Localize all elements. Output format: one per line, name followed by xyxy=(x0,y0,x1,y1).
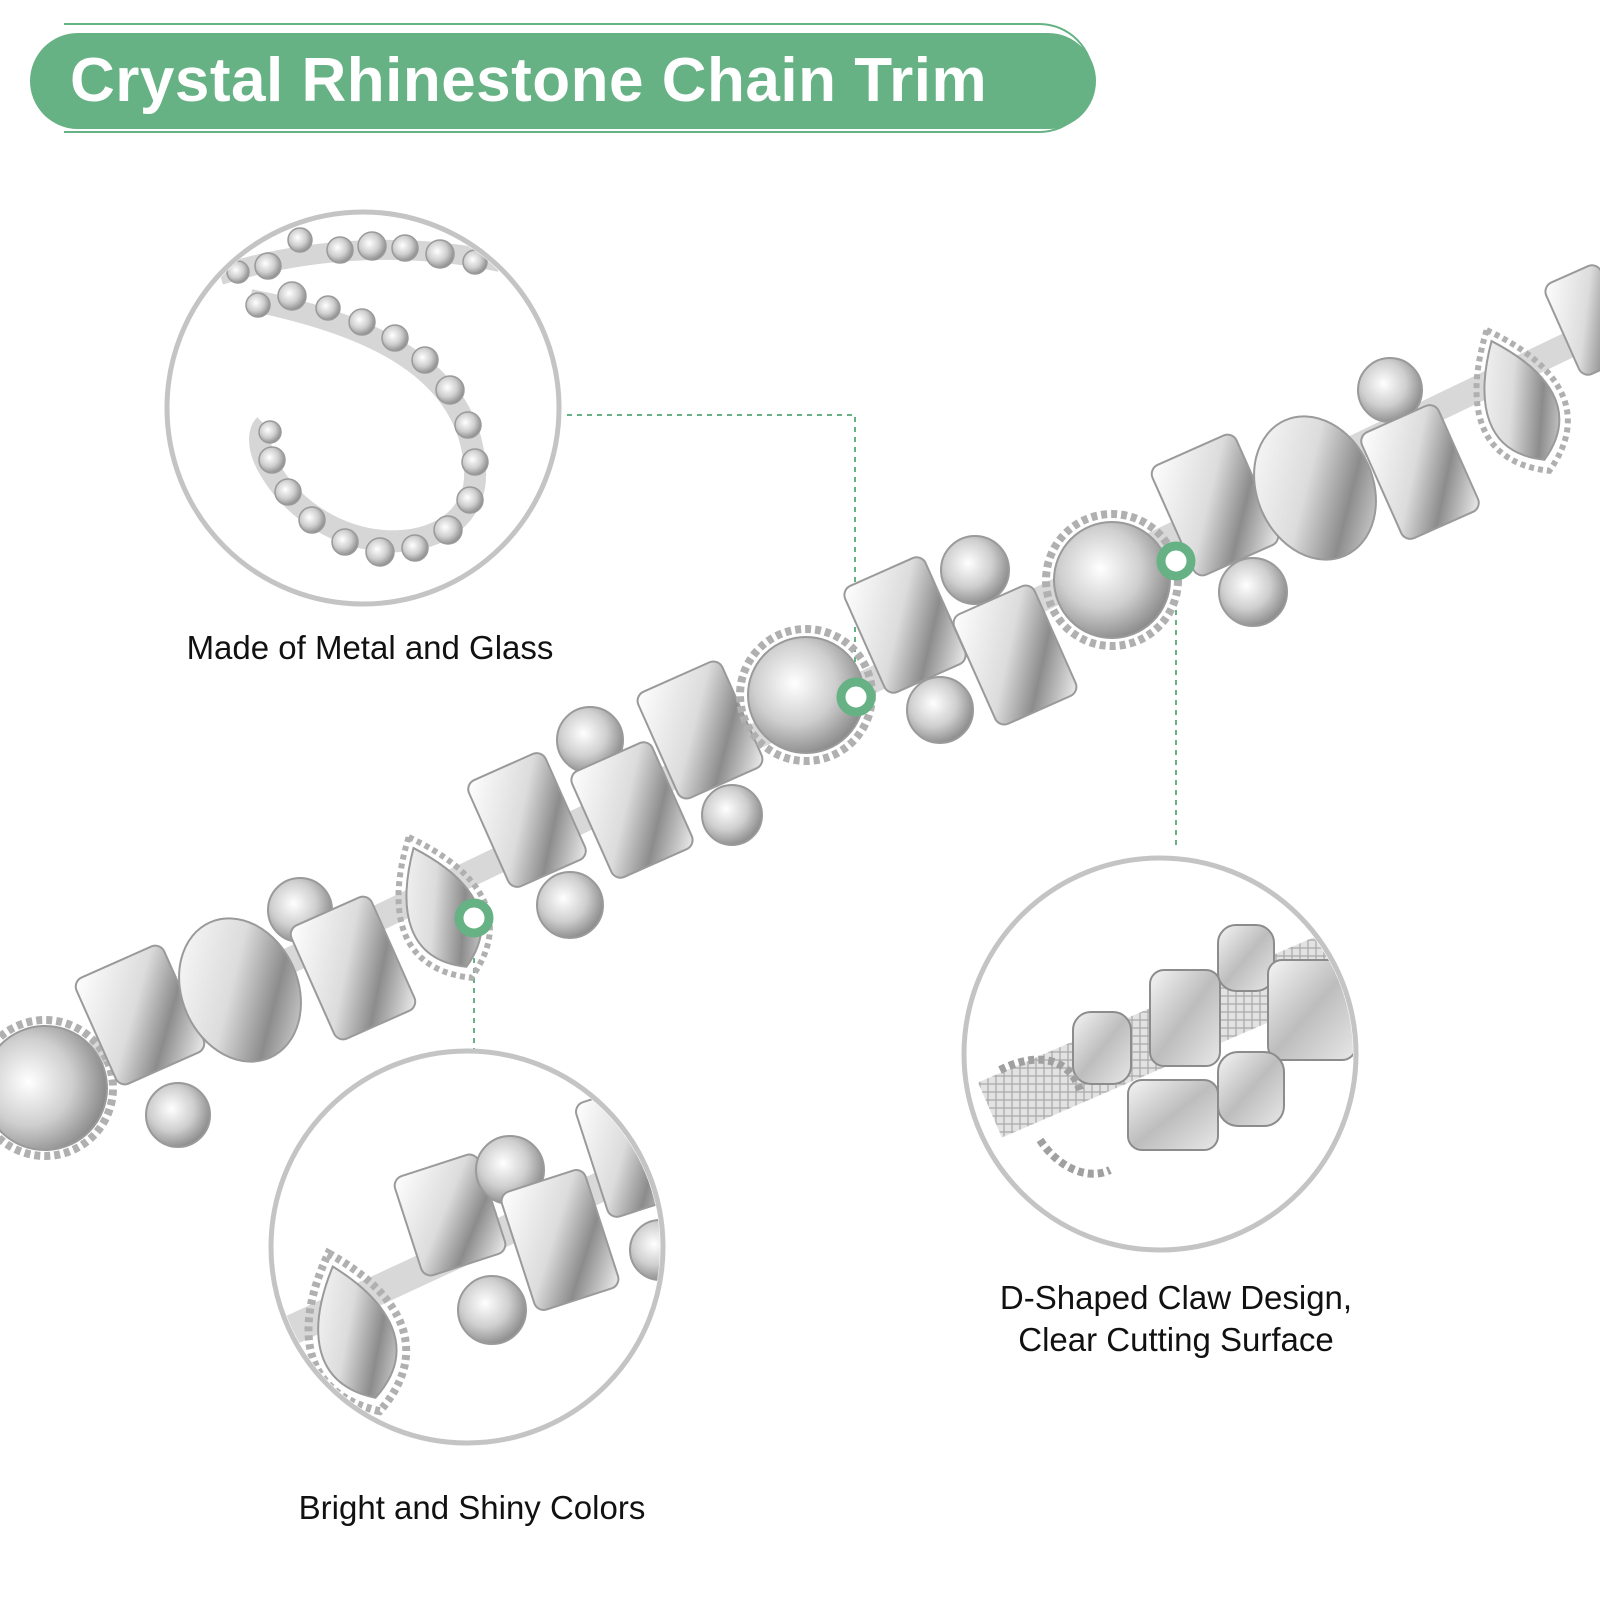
title-banner xyxy=(30,33,1096,129)
detail-circle-bright-shiny xyxy=(268,1048,666,1446)
page-title: Crystal Rhinestone Chain Trim xyxy=(70,46,988,115)
rhinestone-chain xyxy=(0,264,1600,1160)
detail-circle-metal-glass xyxy=(164,209,562,607)
caption-bright-shiny: Bright and Shiny Colors xyxy=(298,1489,646,1526)
callout-markers xyxy=(454,541,1196,938)
marker-metal xyxy=(836,677,876,717)
marker-claw xyxy=(1156,541,1196,581)
caption-claw-line1: D-Shaped Claw Design, xyxy=(999,1279,1353,1316)
caption-claw-design: D-Shaped Claw Design, Clear Cutting Surf… xyxy=(966,1277,1386,1361)
marker-bright xyxy=(454,898,494,938)
caption-metal-glass: Made of Metal and Glass xyxy=(186,629,554,666)
caption-claw-line2: Clear Cutting Surface xyxy=(1018,1321,1334,1358)
detail-circle-claw-design xyxy=(961,855,1359,1253)
